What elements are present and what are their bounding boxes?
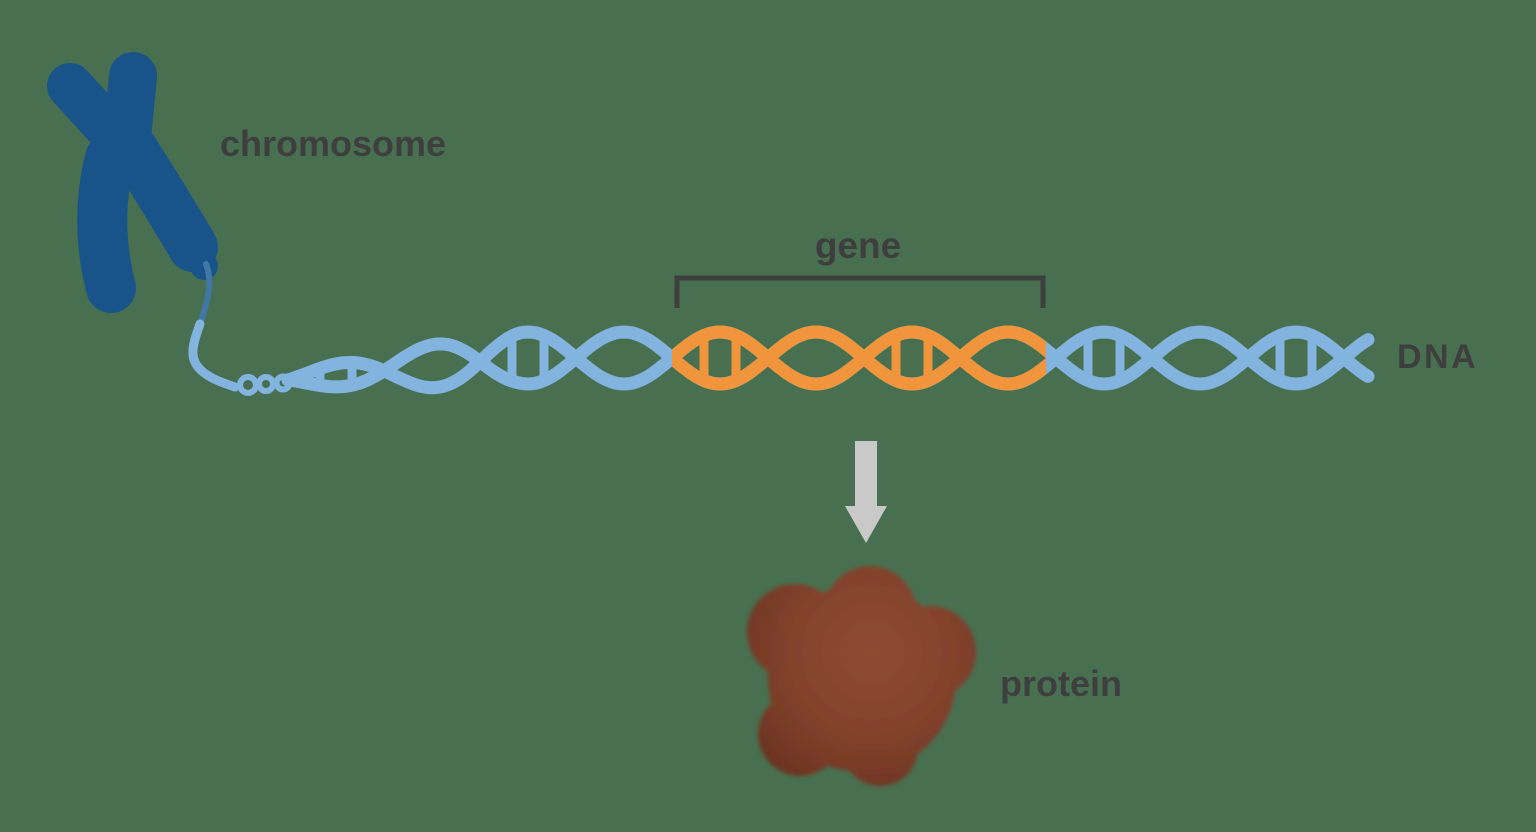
chromosome-arm-top-right [104,52,157,152]
chromatin-coil-loop [256,374,276,394]
chromatin-thread-lower [188,319,240,392]
gene-base-rungs [699,335,933,381]
gene-strand-top [672,325,1046,391]
chromosome-arm-bottom-left [77,133,136,313]
chromosome-icon [47,52,218,313]
chromosome-arm-tip [179,233,218,280]
gene-segment [672,325,1046,391]
dna-label: DNA [1397,338,1478,376]
protein-label: protein [1000,663,1122,704]
gene-strand-bottom [672,325,1046,391]
protein-lobe [884,606,976,698]
protein-lobe [758,692,842,776]
gene-bracket-icon [674,275,1046,308]
down-arrow-icon [845,441,887,543]
chromatin-coil-loop [237,374,259,396]
protein-blob-icon [747,566,976,786]
gene-label: gene [815,225,901,266]
protein-lobe [747,584,843,680]
protein-lobe [842,710,918,786]
chromatin-thread-upper [197,261,213,327]
chromosome-label: chromosome [220,123,446,164]
